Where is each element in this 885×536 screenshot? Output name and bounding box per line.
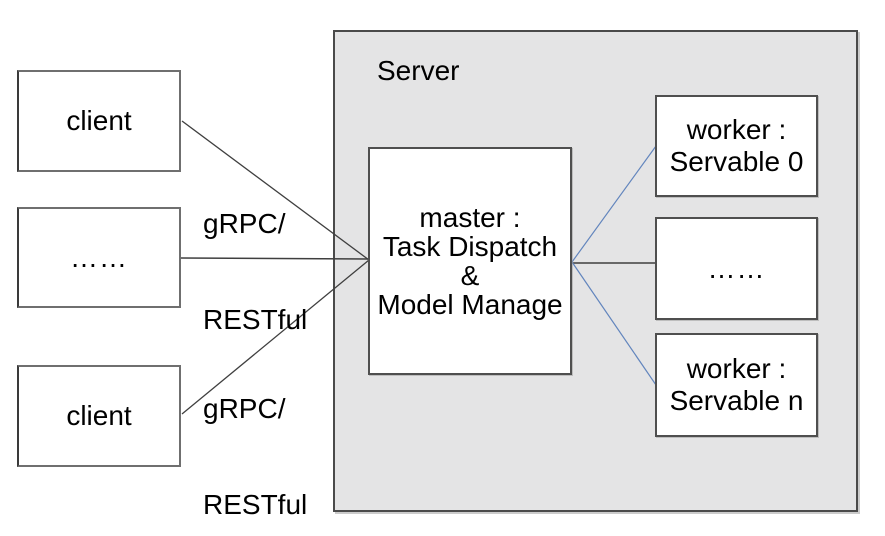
worker-box-servable-n-name: worker : [686,353,787,384]
client-box-2-label: client [66,400,132,431]
client-box-1-label: client [66,105,132,136]
worker-box-ellipsis: …… [655,217,818,320]
protocol-label-top-line1: gRPC/ [203,208,286,239]
worker-box-servable-n-servable: Servable n [669,385,804,416]
client-box-ellipsis: …… [17,207,181,308]
protocol-label-bottom-line1: gRPC/ [203,393,286,424]
client-box-ellipsis-label: …… [70,241,128,273]
client-box-1: client [17,70,181,172]
protocol-label-bottom-line2: RESTful [203,489,308,520]
server-title: Server [377,55,460,86]
worker-box-ellipsis-label: …… [707,252,766,284]
master-box-role-2: Model Manage [377,289,563,320]
worker-box-servable-n: worker : Servable n [655,333,818,437]
worker-box-servable-0: worker : Servable 0 [655,95,818,197]
master-box: master : Task Dispatch & Model Manage [368,147,572,375]
master-box-role-1: Task Dispatch [382,231,558,262]
client-box-2: client [17,365,181,467]
worker-box-servable-0-name: worker : [686,114,787,145]
worker-box-servable-0-servable: Servable 0 [669,146,804,177]
master-box-name: master : [419,202,521,233]
protocol-label-bottom: gRPC/ RESTful [203,329,307,536]
master-box-amp: & [460,260,480,291]
